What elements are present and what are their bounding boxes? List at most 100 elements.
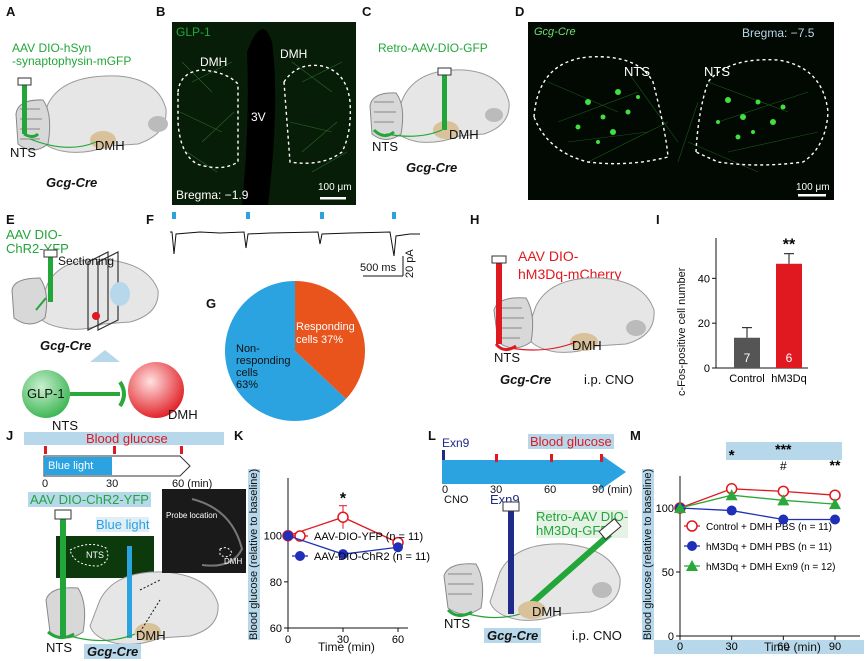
panel-letter-a: A [6, 4, 16, 19]
panel-b-dmh-left: DMH [200, 55, 228, 69]
panel-letter-d: D [515, 4, 525, 19]
m-legend-marker-2 [686, 560, 698, 571]
m-xtick-label-0: 0 [677, 641, 683, 653]
m-xtick-label-1: 30 [726, 641, 738, 653]
panel-b-micrograph: GLP-1 DMH DMH 3V Bregma: −1.9 100 μm [172, 22, 356, 205]
m-series-line-2 [679, 494, 836, 509]
panel-l-nts-label: NTS [444, 616, 470, 631]
i-ytick-label-2: 40 [698, 273, 710, 285]
m-legend-marker-1 [687, 541, 697, 551]
panel-b-stain-label: GLP-1 [176, 25, 211, 39]
pie-label-non-responding: Non- responding cells 63% [236, 343, 291, 391]
panel-a-virus: AAV DIO-hSyn -synaptophysin-mGFP [12, 41, 132, 68]
panel-j-probe-image: Probe location DMH [162, 489, 246, 573]
panel-e-nts-label: NTS [52, 418, 78, 433]
panel-j-glucose-bar [24, 432, 224, 445]
panel-letter-i: I [656, 212, 660, 227]
k-xtick-label-1: 30 [337, 634, 349, 646]
panel-d-nts-right: NTS [704, 64, 730, 79]
panel-g-pie [225, 281, 365, 421]
panel-j-virus-label: AAV DIO-ChR2-YFP [28, 492, 151, 507]
panel-j-timeline [43, 446, 191, 477]
pie-slice-0 [295, 281, 365, 399]
panel-h-mouse-label: Gcg-Cre [500, 372, 552, 387]
i-bar-0 [734, 337, 760, 368]
panel-d-stain-label: Gcg-Cre [534, 26, 576, 38]
panel-e-mouse-label: Gcg-Cre [40, 338, 92, 353]
panel-c-brain-diagram [369, 67, 510, 143]
m-legend-label-0: Control + DMH PBS (n = 11) [706, 522, 832, 533]
panel-d-micrograph: Gcg-Cre Bregma: −7.5 NTS NTS 100 μm [528, 22, 834, 200]
panel-i-ylabel: c-Fos-positive cell number [676, 267, 688, 396]
i-significance: ** [783, 237, 796, 254]
panel-j-nts-label: NTS [46, 640, 72, 655]
panel-l-tick-60: 60 [544, 484, 557, 496]
k-point-1-0 [283, 530, 293, 541]
panel-k-xlabel: Time (min) [318, 640, 375, 654]
pie-slice-1 [225, 281, 347, 421]
panel-h-virus-line1: AAV DIO- [518, 248, 579, 264]
panel-letter-l: L [428, 428, 436, 443]
panel-j-tick-60: 60 (min) [172, 478, 213, 490]
m-sig-30: * [729, 447, 735, 464]
panel-e-brain-diagram [11, 249, 159, 331]
i-n-label-1: 6 [786, 351, 793, 365]
m-point-2-0 [674, 502, 686, 513]
panel-m-ylabel: Blood glucose (relative to baseline) [642, 468, 654, 640]
k-legend-label-0: AAV-DIO-YFP (n = 11) [314, 531, 423, 543]
k-legend-label-1: AAV-DIO-ChR2 (n = 11) [314, 551, 430, 563]
panel-j-brain-diagram [45, 509, 219, 645]
panel-d-nts-left: NTS [624, 64, 650, 79]
light-pulses [172, 212, 396, 219]
panel-letter-g: G [206, 296, 217, 311]
i-category-0: Control [729, 373, 764, 385]
m-legend-label-1: hM3Dq + DMH PBS (n = 11) [706, 542, 832, 553]
m-point-1-2 [778, 514, 789, 525]
m-legend-marker-0 [686, 520, 698, 532]
m-point-2-2 [777, 494, 790, 506]
i-ytick-label-1: 20 [698, 318, 710, 330]
m-point-2-1 [725, 489, 738, 501]
k-point-1-1 [338, 549, 348, 560]
panel-j-mouse-label: Gcg-Cre [84, 644, 142, 659]
m-point-1-1 [726, 505, 737, 516]
panel-l-tick-90: 90 (min) [592, 484, 633, 496]
panel-j-dmh-inset: DMH [224, 557, 243, 566]
m-series-line-0 [679, 488, 836, 509]
panel-l-glucose-label: Blood glucose [528, 434, 614, 449]
panel-d-scale: 100 μm [796, 182, 830, 193]
m-xtick-label-2: 60 [777, 641, 789, 653]
panel-b-scale: 100 μm [318, 182, 352, 193]
panel-letter-h: H [470, 212, 480, 227]
panel-letter-b: B [156, 4, 166, 19]
panel-j-tick-30: 30 [106, 478, 119, 490]
k-ytick-label-0: 60 [270, 623, 282, 635]
panel-letter-f: F [146, 212, 154, 227]
panel-e-sectioning-label: Sectioning [58, 254, 115, 268]
m-ytick-label-0: 0 [668, 631, 674, 643]
panel-j-tick-0: 0 [42, 478, 49, 490]
k-point-0-1 [337, 511, 349, 523]
k-xtick-label-0: 0 [285, 634, 291, 646]
panel-c-mouse-label: Gcg-Cre [406, 160, 458, 175]
panel-d-image [528, 22, 834, 200]
panel-letter-c: C [362, 4, 372, 19]
panel-letter-k: K [234, 428, 244, 443]
panel-l-tick-30: 30 [490, 484, 503, 496]
i-ytick-label-0: 0 [704, 363, 710, 375]
k-ytick-label-1: 80 [270, 577, 282, 589]
i-bar-1 [776, 263, 802, 368]
panel-l-timeline [442, 450, 626, 490]
panel-l-treatment-label: i.p. CNO [572, 628, 622, 643]
panel-e-dmh-label: DMH [168, 407, 198, 422]
k-ytick-label-2: 100 [264, 531, 282, 543]
panel-c-virus: Retro-AAV-DIO-GFP [378, 41, 488, 55]
m-sig-60: *** [775, 441, 792, 457]
panel-c-dmh-label: DMH [449, 127, 479, 142]
panel-f-time-scale: 500 ms [360, 262, 397, 274]
panel-l-mouse-label: Gcg-Cre [484, 628, 542, 643]
panel-b-bregma: Bregma: −1.9 [176, 188, 249, 202]
